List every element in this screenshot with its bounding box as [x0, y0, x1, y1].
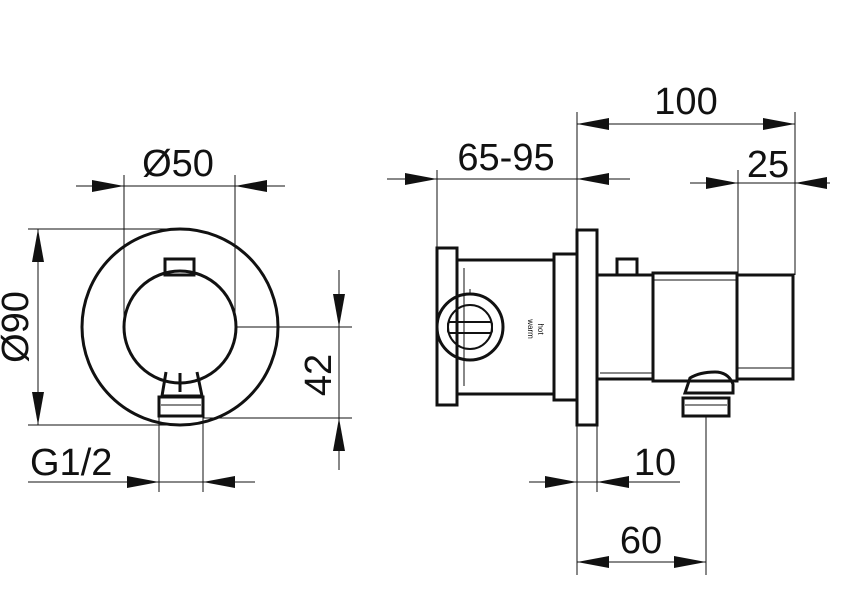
knob-inner — [447, 304, 493, 350]
dim-diameter-90: Ø90 — [0, 228, 180, 426]
dim-label-d50: Ø50 — [142, 143, 214, 185]
outlet-thread — [681, 396, 731, 418]
dim-thread: G1/2 — [28, 400, 255, 492]
dim-label-d90: Ø90 — [0, 291, 37, 363]
dim-label-10: 10 — [634, 442, 676, 484]
cover-plate-side — [575, 228, 599, 427]
handle-circle — [122, 269, 238, 385]
dim-label-100: 100 — [654, 81, 717, 123]
dim-label-42: 42 — [298, 354, 340, 396]
thread-outlet — [157, 395, 205, 418]
dim-label-65-95: 65-95 — [457, 137, 554, 179]
dim-label-thread: G1/2 — [30, 442, 112, 484]
dim-25: 25 — [690, 144, 830, 273]
top-pin — [615, 257, 639, 277]
dim-diameter-50: Ø50 — [76, 143, 285, 320]
dim-10: 10 — [529, 425, 680, 492]
dim-65-95: 65-95 — [387, 137, 630, 248]
dim-42: 42 — [203, 270, 352, 470]
knob-slot — [447, 321, 493, 334]
dim-60: 60 — [576, 416, 707, 575]
knob-label-hot: hot — [536, 323, 545, 335]
dim-label-60: 60 — [620, 520, 662, 562]
knob-label-warm: warm — [526, 318, 535, 339]
outlet-neck — [682, 370, 735, 395]
dim-label-25: 25 — [747, 144, 789, 186]
handle-front — [651, 271, 739, 383]
dim-100: 100 — [576, 81, 796, 275]
handle-body — [595, 273, 655, 381]
handle-cap — [735, 273, 795, 381]
knob-outer — [435, 292, 505, 362]
side-view: warm hot — [435, 228, 795, 427]
body-connector — [552, 252, 579, 402]
top-stub — [163, 257, 196, 277]
